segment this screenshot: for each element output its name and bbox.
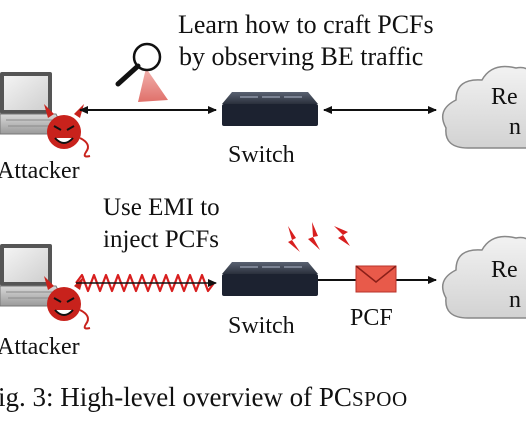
devil-icon <box>44 104 91 158</box>
switch-icon <box>222 262 318 296</box>
bottom-attacker-label: Attacker <box>0 334 80 360</box>
magnifier-icon <box>115 42 168 102</box>
bottom-cloud-text-2: n <box>509 287 521 313</box>
top-panel <box>0 42 526 158</box>
caption-prefix: ig. 3: High-level overview of PC <box>0 382 352 412</box>
top-attacker-label: Attacker <box>0 158 80 184</box>
bottom-cloud-text-1: Re <box>491 257 518 283</box>
top-cloud-text-1: Re <box>491 84 518 110</box>
bottom-panel <box>0 222 526 330</box>
envelope-icon <box>355 265 397 293</box>
switch-icon <box>222 92 318 126</box>
devil-icon <box>44 276 91 330</box>
network-cloud-icon <box>441 65 526 149</box>
bottom-switch-label: Switch <box>228 313 295 339</box>
bottom-annotation-line1: Use EMI to <box>103 194 220 221</box>
figure-caption: ig. 3: High-level overview of PCSPOO <box>0 382 408 413</box>
network-cloud-icon <box>441 235 526 319</box>
bottom-annotation-line2: inject PCFs <box>103 226 219 253</box>
top-annotation-line1: Learn how to craft PCFs <box>178 10 434 39</box>
top-switch-label: Switch <box>228 142 295 168</box>
top-cloud-text-2: n <box>509 114 521 140</box>
spark-icon <box>288 222 350 252</box>
caption-suffix: SPOO <box>351 387 408 411</box>
top-annotation-line2: by observing BE traffic <box>179 42 424 71</box>
pcf-label: PCF <box>350 305 393 331</box>
